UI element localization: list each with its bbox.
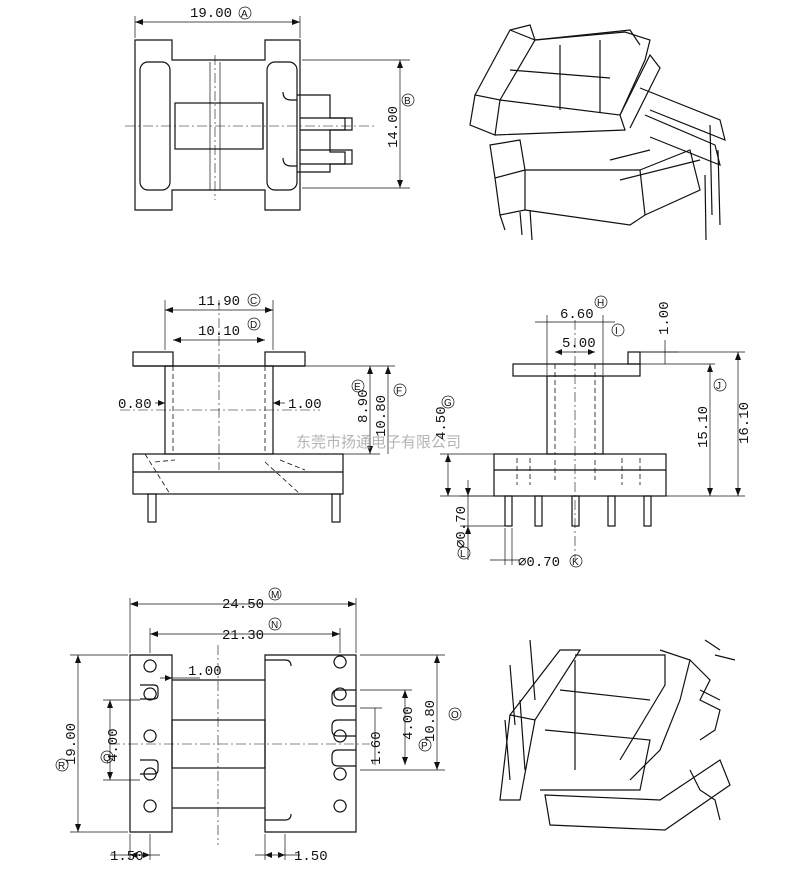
dim-g-value: 4.50	[434, 406, 450, 440]
company-watermark: 东莞市扬通电子有限公司	[296, 433, 461, 451]
dim-i-tag: I	[615, 326, 618, 337]
dim-b-tag: B	[404, 96, 411, 107]
dim-l-tag: L	[460, 549, 466, 560]
dim-l-value: ⌀0.70	[454, 506, 470, 548]
side-view: 6.60 H 5.00 I 1.00 15.10 J 16.10 4.50 G	[434, 295, 753, 571]
dim-p-tag: P	[421, 741, 428, 752]
wall-right-value: 1.00	[288, 397, 322, 413]
dim-q-tag: Q	[103, 753, 111, 764]
dim-c-tag: C	[250, 296, 257, 307]
dim-j-value: 15.10	[696, 406, 712, 448]
top-view: 19.00 A 14.00 B	[125, 6, 415, 211]
dim-i-value: 5.00	[562, 336, 596, 352]
dim-d-value: 10.10	[198, 324, 240, 340]
dim-k-tag: K	[572, 557, 579, 568]
dim-r-value: 19.00	[64, 723, 80, 765]
dim-n-tag: N	[271, 620, 278, 631]
dim-a-value: 19.00	[190, 6, 232, 22]
dim-h-tag: H	[597, 298, 604, 309]
dim-m-tag: M	[271, 590, 279, 601]
dim-j-tag: J	[716, 381, 721, 392]
isometric-view-top	[469, 24, 726, 241]
dim-o-value: 10.80	[423, 700, 439, 742]
bottom-right-edge-value: 1.50	[294, 849, 328, 865]
dim-m-value: 24.50	[222, 597, 264, 613]
dim-a-tag: A	[241, 9, 248, 20]
dim-c-value: 11.90	[198, 294, 240, 310]
front-view: 11.90 C 10.10 D 0.80 1.00 8.90 E 10.80 F	[118, 293, 407, 523]
dim-f-tag: F	[396, 386, 402, 397]
dim-e-value: 8.90	[356, 389, 372, 423]
dim-h-value: 6.60	[560, 307, 594, 323]
dim-q-value: 4.00	[106, 728, 122, 762]
dim-n-value: 21.30	[222, 628, 264, 644]
dim-g-tag: G	[444, 398, 452, 409]
dim-e-tag: E	[354, 382, 361, 393]
bottom-view: 24.50 M 21.30 N 1.00 19.00 R 4.00 Q	[55, 587, 462, 865]
dim-b-value: 14.00	[386, 106, 402, 148]
dim-k-value: ⌀0.70	[518, 555, 560, 571]
pin-top-value: 1.00	[657, 301, 673, 335]
dim-r-tag: R	[58, 761, 65, 772]
dim-o-tag: O	[451, 710, 459, 721]
isometric-view-bottom	[499, 639, 736, 831]
wall-left-value: 0.80	[118, 397, 152, 413]
dim-d-tag: D	[250, 320, 257, 331]
bottom-top-slot-value: 1.00	[188, 664, 222, 680]
dim-f-value: 10.80	[374, 395, 390, 437]
dim-p-value: 4.00	[401, 706, 417, 740]
bottom-left-edge-value: 1.50	[110, 849, 144, 865]
height-total-value: 16.10	[737, 402, 753, 444]
bottom-pin-gap-value: 1.60	[369, 731, 385, 765]
